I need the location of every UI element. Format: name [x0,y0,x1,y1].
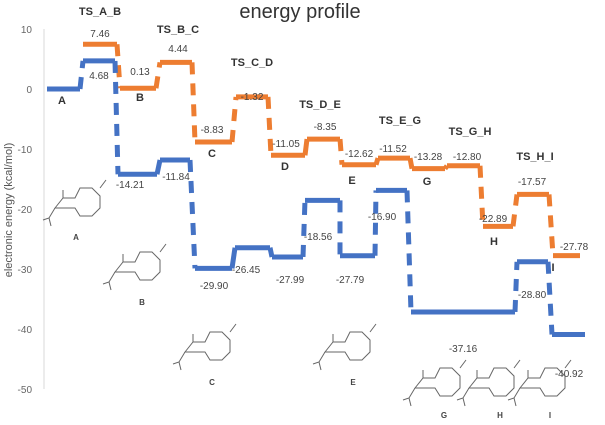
y-tick-label: -50 [18,385,33,396]
blue-value-label: -27.99 [276,275,305,286]
state-label: I [551,262,554,274]
blue-connector-2 [154,159,163,175]
ts-label: TS_B_C [157,24,199,36]
blue-connector-6 [300,200,308,258]
orange-value-label: -13.28 [414,152,443,163]
orange-value-label: 4.44 [168,44,188,55]
y-tick-label: -30 [18,265,33,276]
blue-value-label: -26.45 [232,265,261,276]
molecule-skeleton [102,243,167,291]
ts-label: TS_E_G [379,115,421,127]
orange-value-label: -12.62 [345,149,374,160]
molecule-skeleton [312,323,377,371]
state-label: H [490,236,498,248]
blue-connector-10 [512,261,520,313]
structure-label: B [139,298,145,307]
orange-connector-6 [337,138,345,165]
structure-label: C [209,378,215,387]
molecule-structure-B [102,243,167,291]
orange-connector-9 [442,164,450,171]
orange-value-label: -12.80 [453,152,482,163]
y-tick-label: -10 [18,145,33,156]
structure-label: A [73,233,79,242]
orange-connector-10 [477,165,486,227]
state-label: A [58,95,66,107]
molecule-skeleton [456,359,521,407]
molecule-structure-G [402,359,467,407]
orange-connector-4 [265,96,274,156]
orange-value-label: -8.35 [314,122,337,133]
blue-connector-8 [372,190,379,256]
orange-connector-11 [510,194,520,227]
orange-value-label: 7.46 [90,29,110,40]
orange-value-label: 0.13 [130,67,150,78]
structure-label: I [549,411,551,420]
molecule-structure-I [507,359,572,407]
structure-label: E [350,378,356,387]
orange-value-label: -17.57 [518,177,547,188]
blue-value-label: -27.79 [336,275,365,286]
blue-connector-1 [112,60,121,175]
orange-connector-7 [373,157,381,166]
y-tick-label: 0 [26,85,32,96]
structure-label: H [497,411,503,420]
molecule-skeleton [402,359,467,407]
molecule-skeleton [507,359,572,407]
state-label: D [281,161,289,173]
blue-value-label: -37.16 [449,344,478,355]
blue-connector-4 [229,247,238,269]
blue-value-label: -29.90 [200,281,229,292]
state-label: G [423,176,432,188]
blue-connector-5 [267,247,275,258]
orange-connector-3 [229,96,239,143]
blue-value-label: -16.90 [368,212,397,223]
orange-value-label: -22.89 [479,214,508,225]
orange-connector-0 [114,44,123,89]
molecule-structure-H [456,359,521,407]
structure-label: G [441,411,447,420]
orange-connector-2 [189,62,198,143]
y-axis-label: electronic energy (kcal/mol) [3,143,15,278]
ts-label: TS_A_B [79,6,121,18]
chart-title: energy profile [239,1,360,23]
blue-value-label: -40.92 [555,369,584,380]
orange-connector-8 [407,157,415,170]
blue-connector-3 [187,159,198,269]
state-label: C [208,148,216,160]
molecule-skeleton [172,323,237,371]
blue-connector-9 [404,190,414,313]
y-tick-label: -40 [18,325,33,336]
y-tick-label: -20 [18,205,33,216]
orange-connector-5 [302,138,310,156]
blue-value-label: -11.84 [162,172,190,183]
blue-value-label: -28.80 [518,290,547,301]
ts-label: TS_G_H [449,126,492,138]
molecule-skeleton [42,179,107,227]
ts-label: TS_D_E [299,99,341,111]
blue-connector-0 [77,60,86,90]
orange-connector-1 [153,61,163,89]
orange-value-label: -27.78 [560,242,589,253]
ts-label: TS_H_I [516,151,553,163]
orange-value-label: -11.05 [272,139,300,150]
orange-value-label: -11.52 [379,144,407,155]
molecule-structure-A [42,179,107,227]
y-tick-label: 10 [21,25,33,36]
blue-value-label: 4.68 [89,71,109,82]
blue-value-label: -18.56 [304,232,333,243]
molecule-structure-C [172,323,237,371]
state-label: B [136,92,144,104]
orange-value-label: -1.32 [241,92,264,103]
ts-label: TS_C_D [231,57,273,69]
orange-connector-12 [546,194,556,256]
blue-value-label: -14.21 [116,180,145,191]
orange-value-label: -8.83 [201,125,224,136]
molecule-structure-E [312,323,377,371]
state-label: E [348,175,355,187]
